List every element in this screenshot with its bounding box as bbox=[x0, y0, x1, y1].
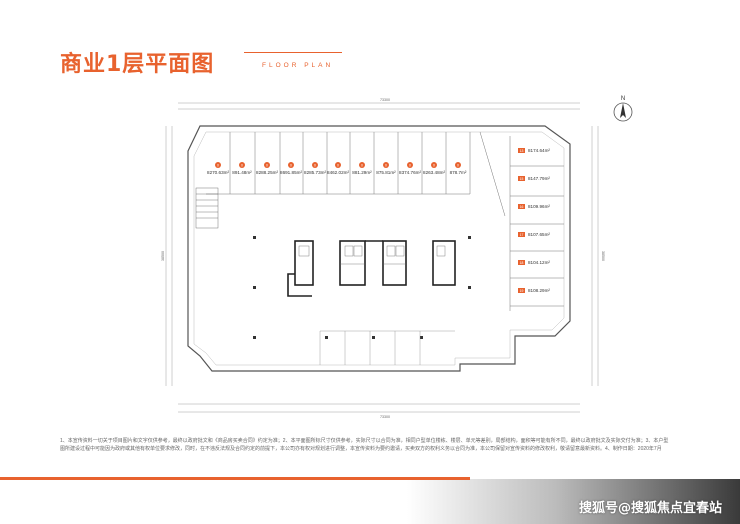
top-total-dimension: 73300 bbox=[380, 98, 390, 102]
unit-marker bbox=[239, 162, 245, 168]
left-total-dimension: 38500 bbox=[161, 251, 165, 261]
unit-area: 8174.64m² bbox=[528, 148, 550, 153]
building-outline bbox=[187, 125, 571, 372]
disclaimer-notes: 1、本宣传资料一切关于项目图片和文字仅供参考，最终以政府批文和《商品房买卖合同》… bbox=[60, 438, 669, 452]
unit-marker bbox=[518, 176, 525, 181]
unit-marker bbox=[407, 162, 413, 168]
unit-number: 13 bbox=[520, 149, 524, 153]
unit-marker bbox=[335, 162, 341, 168]
right-shop-labels: 13 8174.64m² 15 8147.79m² 16 8109.96m² 17 8107.… bbox=[518, 148, 550, 293]
building-core bbox=[287, 240, 456, 297]
title-rule bbox=[244, 52, 342, 53]
unit-area: 8374.76m² bbox=[399, 170, 421, 175]
core-details bbox=[298, 245, 446, 265]
unit-area: 8263.48m² bbox=[423, 170, 445, 175]
top-dimension: 73300 bbox=[178, 98, 580, 110]
top-shops bbox=[206, 131, 506, 217]
unit-number: 0 bbox=[409, 164, 411, 168]
unit-number: 0 bbox=[266, 164, 268, 168]
unit-number: 18 bbox=[520, 261, 524, 265]
unit-number: 16 bbox=[520, 205, 524, 209]
unit-number: 0 bbox=[433, 164, 435, 168]
unit-number: 0 bbox=[241, 164, 243, 168]
unit-marker bbox=[518, 148, 525, 153]
unit-area: 8104.12m² bbox=[528, 260, 550, 265]
unit-area: 8288.25m² bbox=[256, 170, 278, 175]
unit-number: 0 bbox=[314, 164, 316, 168]
unit-marker bbox=[518, 232, 525, 237]
unit-number: 0 bbox=[337, 164, 339, 168]
unit-number: 15 bbox=[520, 177, 524, 181]
unit-marker bbox=[518, 288, 525, 293]
unit-marker bbox=[312, 162, 318, 168]
right-total-dimension: 38500 bbox=[601, 251, 605, 261]
compass-label: N bbox=[621, 96, 625, 102]
unit-area: 8285.73m² bbox=[304, 170, 326, 175]
unit-area: 891.48m² bbox=[232, 170, 252, 175]
footer-band bbox=[0, 479, 740, 524]
unit-marker bbox=[288, 162, 294, 168]
unit-area: 8107.65m² bbox=[528, 232, 550, 237]
unit-area: 881.29m² bbox=[352, 170, 372, 175]
unit-marker bbox=[359, 162, 365, 168]
unit-area: 8147.79m² bbox=[528, 176, 550, 181]
unit-marker bbox=[383, 162, 389, 168]
unit-marker bbox=[518, 260, 525, 265]
unit-number: 0 bbox=[385, 164, 387, 168]
floor-plan: 73300 73300 38500 38500 bbox=[161, 98, 605, 419]
page-title: 商业1层平面图 bbox=[60, 52, 215, 77]
unit-area: 8108.29m² bbox=[528, 288, 550, 293]
compass-icon: N bbox=[613, 96, 633, 122]
page-subtitle: FLOOR PLAN bbox=[262, 62, 334, 69]
unit-number: 0 bbox=[217, 164, 219, 168]
unit-area: 8691.85m² bbox=[280, 170, 302, 175]
unit-area: 8270.63m² bbox=[207, 170, 229, 175]
unit-marker bbox=[264, 162, 270, 168]
unit-area: 875.81m² bbox=[376, 170, 396, 175]
unit-area: 8462.02m² bbox=[327, 170, 349, 175]
side-dimensions: 38500 38500 bbox=[161, 126, 605, 386]
unit-marker bbox=[518, 204, 525, 209]
left-stairs bbox=[195, 187, 219, 229]
bottom-total-dimension: 73300 bbox=[380, 415, 390, 419]
unit-number: 19 bbox=[520, 289, 524, 293]
inner-perimeter bbox=[193, 131, 565, 366]
unit-marker bbox=[455, 162, 461, 168]
right-shops bbox=[509, 136, 564, 311]
unit-area: 8109.96m² bbox=[528, 204, 550, 209]
unit-area: 878.7m² bbox=[450, 170, 467, 175]
bottom-dimension: 73300 bbox=[178, 403, 580, 419]
unit-number: 0 bbox=[457, 164, 459, 168]
bottom-storefront bbox=[319, 330, 455, 365]
unit-number: 0 bbox=[361, 164, 363, 168]
unit-marker bbox=[215, 162, 221, 168]
top-shop-labels: 0 8270.63m² 0 891.48m² 0 8288.25m² 0 8691.85m² 0… bbox=[207, 162, 467, 175]
footer-accent-line bbox=[0, 477, 470, 480]
structural-columns bbox=[253, 236, 471, 339]
unit-number: 0 bbox=[290, 164, 292, 168]
unit-number: 17 bbox=[520, 233, 524, 237]
watermark: 搜狐号@搜狐焦点宜春站 bbox=[578, 501, 722, 516]
unit-marker bbox=[431, 162, 437, 168]
